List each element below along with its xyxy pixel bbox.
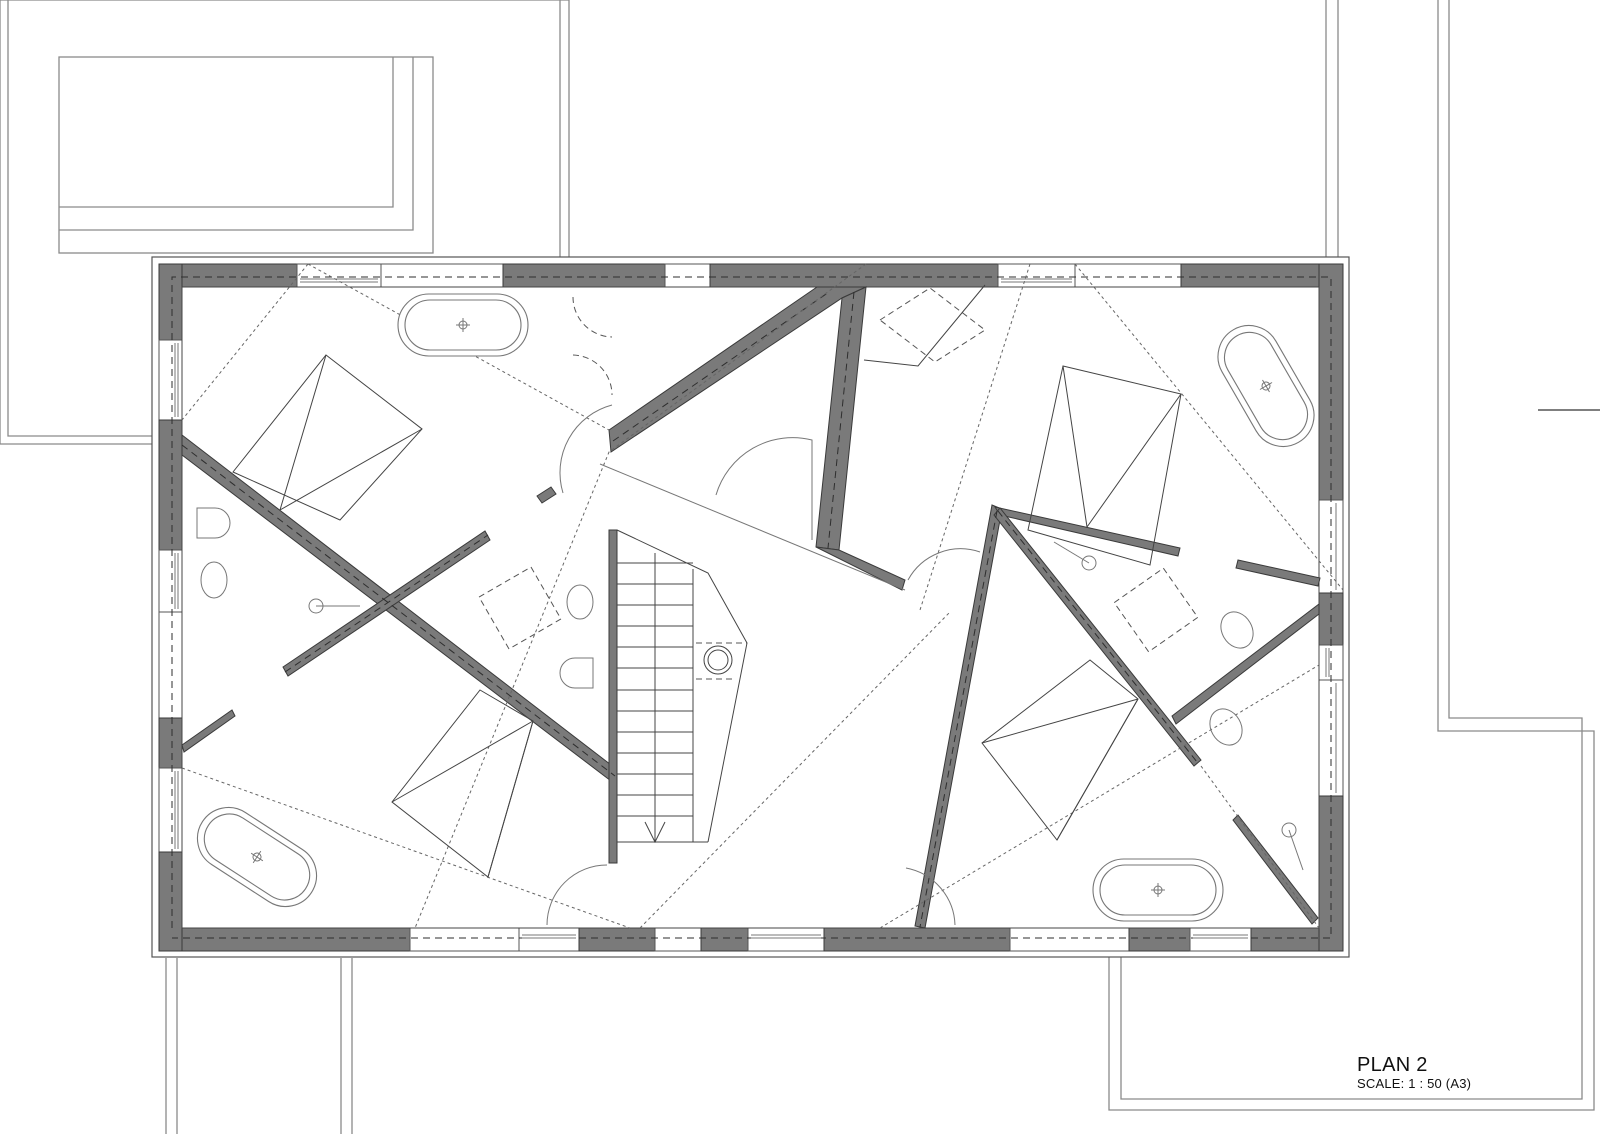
pool-outline [58, 56, 434, 254]
exterior-walls [158, 263, 1344, 952]
bathtubs [196, 293, 1315, 922]
plan-scale: SCALE: 1 : 50 (A3) [1357, 1076, 1472, 1091]
plan-title: PLAN 2 [1357, 1054, 1428, 1076]
staircase [616, 529, 748, 844]
interior-walls [181, 286, 1321, 929]
window-details [174, 278, 1337, 939]
sight-lines [181, 263, 1344, 929]
house-outline [151, 256, 1350, 958]
sanitary-fixtures [196, 507, 1304, 871]
wardrobes [478, 284, 1199, 653]
title-block: PLAN 2 SCALE: 1 : 50 (A3) [1357, 1054, 1471, 1092]
doors [546, 296, 981, 926]
beds [232, 354, 1182, 878]
